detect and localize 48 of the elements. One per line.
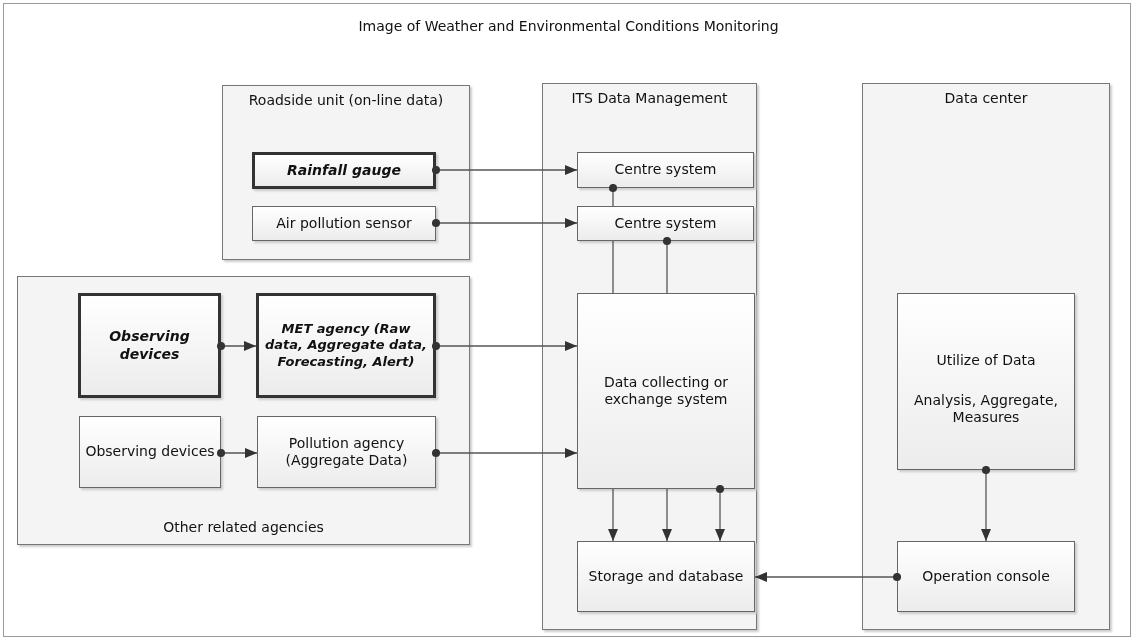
process-box (257, 416, 436, 488)
group-panel (542, 83, 757, 630)
process-box (577, 152, 754, 188)
process-box (897, 541, 1075, 612)
diagram-title: Image of Weather and Environmental Conditions Monitoring (357, 18, 780, 34)
group-heading: ITS Data Management (570, 90, 729, 108)
group-panel (17, 276, 470, 545)
connector (612, 240, 614, 294)
group-panel (862, 83, 1110, 630)
process-box (577, 541, 755, 612)
process-box (79, 416, 221, 488)
node-label: Pollution agency (Aggregate Data) (284, 434, 409, 470)
group-panel (222, 85, 470, 260)
connector (216, 448, 258, 458)
connector (431, 165, 578, 175)
connector (431, 218, 578, 228)
connector (216, 341, 257, 351)
node-label: Air pollution sensor (275, 214, 413, 233)
connector (662, 488, 672, 542)
node-label: MET agency (Raw data, Aggregate data, Forecasting, Alert) (263, 321, 429, 370)
connector (715, 484, 725, 542)
node-description: Analysis, Aggregate, Measures (913, 391, 1059, 427)
group-heading: Roadside unit (on-line data) (247, 92, 445, 110)
node-label: Data collecting or exchange system (602, 373, 730, 409)
group-heading: Data center (943, 90, 1029, 108)
node-label: Observing devices (108, 328, 191, 363)
connector (608, 488, 618, 542)
connector (662, 236, 672, 294)
process-box (897, 293, 1075, 470)
node-label: Centre system (613, 161, 718, 179)
connector (431, 341, 578, 351)
node-label: Utilize of Data (935, 352, 1037, 370)
process-box (256, 293, 436, 398)
node-label: Operation console (921, 567, 1051, 586)
node-label: Rainfall gauge (286, 161, 402, 180)
process-box (252, 152, 436, 189)
connector (754, 572, 902, 582)
process-box (252, 206, 436, 241)
process-box (577, 206, 754, 241)
connector (981, 465, 991, 542)
node-label: Observing devices (84, 443, 216, 461)
process-box (78, 293, 221, 398)
connector (431, 448, 578, 458)
process-box (577, 293, 755, 489)
node-label: Storage and database (587, 567, 745, 586)
group-heading: Other related agencies (162, 518, 325, 536)
node-label: Centre system (613, 214, 718, 233)
connector (608, 183, 618, 207)
